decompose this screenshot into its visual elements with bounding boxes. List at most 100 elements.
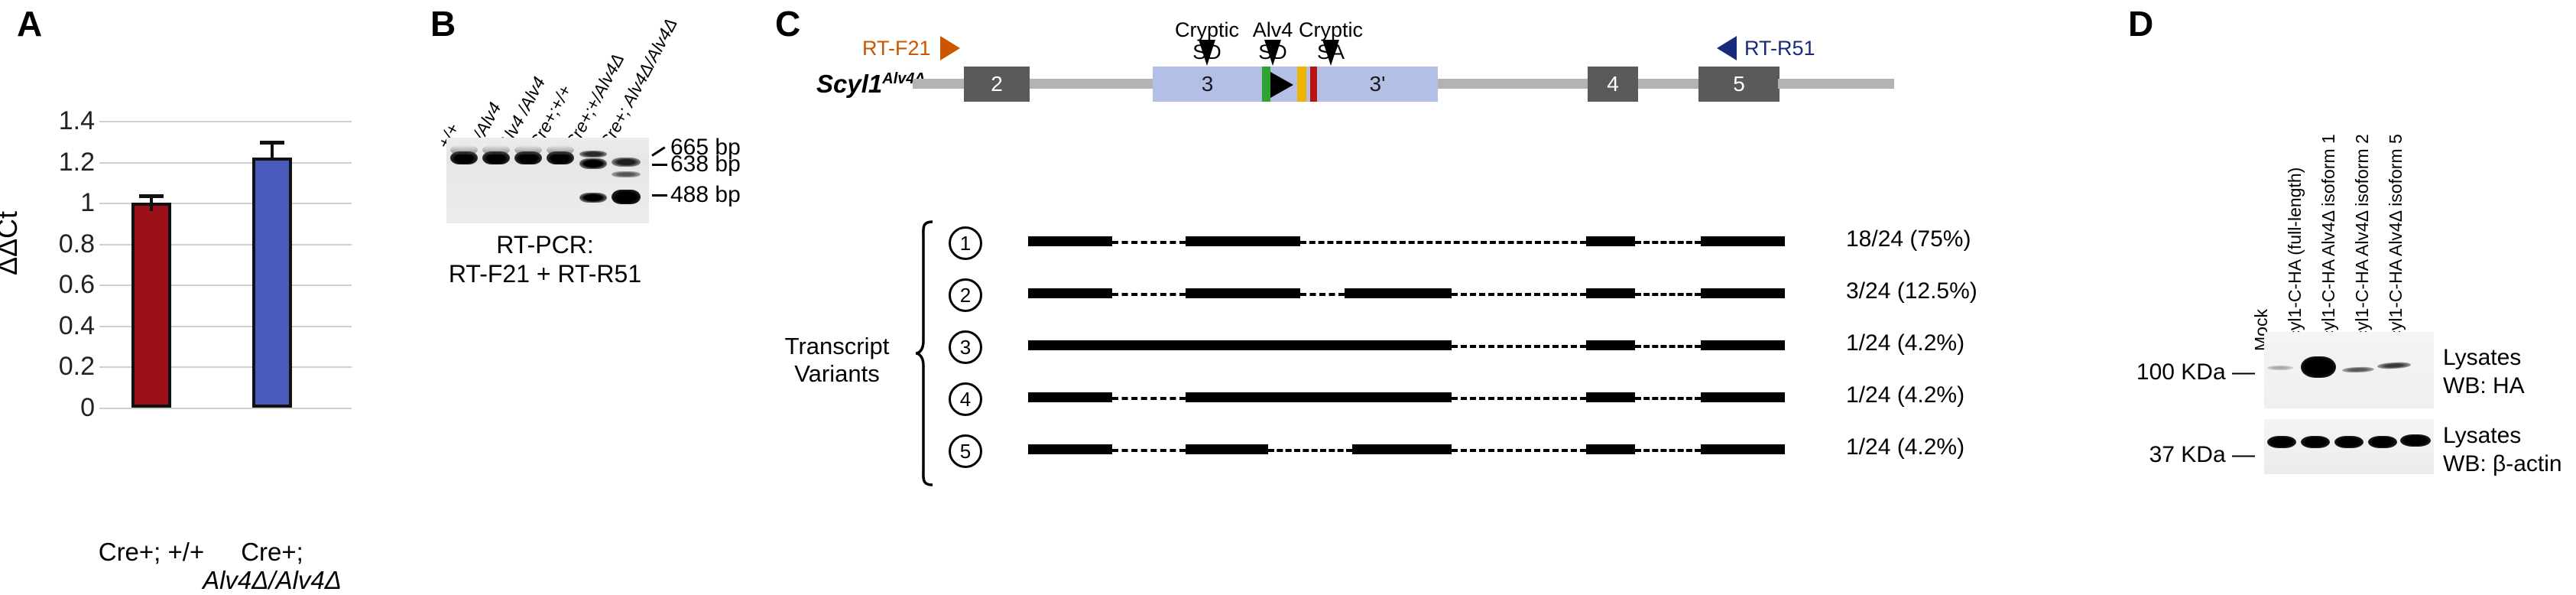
y-tick-label: 0.4 [58, 311, 95, 340]
error-bar-cap-1 [139, 194, 164, 198]
exon-3-prime: 3' [1317, 67, 1438, 102]
alv4-sd-line1: Alv4 [1252, 18, 1293, 41]
x-axis-label-group-2: Cre+; Alv4Δ/Alv4Δ [184, 538, 360, 595]
gridline-1-0 [99, 203, 352, 205]
primer-rt-r51-label: RT-R51 [1744, 37, 1815, 60]
blot-band [2267, 366, 2293, 370]
gel-band [579, 151, 607, 158]
variant-3-exon-seg [1028, 340, 1452, 350]
variant-4-intron-dash [1452, 397, 1586, 400]
variant-1-exon-seg [1701, 236, 1785, 246]
variant-1-exon-seg [1186, 236, 1300, 246]
blot-bactin-caption-line1: Lysates [2443, 423, 2522, 448]
exon-3: 3 [1153, 67, 1262, 102]
variant-3-intron-dash [1452, 345, 1586, 348]
bar-cre-alv4 [252, 158, 292, 408]
y-tick-label: 0 [80, 393, 95, 422]
gridline-0-4 [99, 325, 352, 327]
panel-d: D Mock Scyl1-C-HA (full-length) Scyl1-C-… [2094, 0, 2576, 494]
variant-4-count: 1/24 (4.2%) [1846, 382, 1965, 408]
panel-b-caption-line1: RT-PCR: [496, 231, 594, 258]
variant-2-exon-seg [1345, 288, 1452, 298]
y-tick-label: 1.4 [58, 106, 95, 135]
panel-a-plot-area: 1.4 1.2 1 0.8 0.6 0.4 0.2 0 Cre+; +/+ Cr… [59, 108, 352, 594]
variant-5-count: 1/24 (4.2%) [1846, 434, 1965, 460]
western-blot-ha [2264, 332, 2434, 408]
intron-line-tail [1778, 79, 1894, 89]
yellow-stripe [1297, 67, 1306, 102]
x-label-line2: Alv4Δ/Alv4Δ [203, 566, 342, 595]
western-blot-bactin [2264, 419, 2434, 474]
y-tick-label: 0.8 [58, 229, 95, 258]
blot-band [2301, 356, 2336, 378]
exon-5-label: 5 [1733, 72, 1745, 96]
variant-5-exon-seg [1028, 444, 1112, 454]
panel-a: A ΔΔCt 1.4 1.2 1 0.8 0.6 0.4 0.2 0 [0, 0, 417, 594]
blot-ha-caption-line1: Lysates [2443, 345, 2522, 370]
exon-2: 2 [964, 67, 1030, 102]
exon-4: 4 [1588, 67, 1638, 102]
mw-label-37kda: 37 KDa — [2149, 442, 2255, 467]
x-label-line1: Cre+; [98, 538, 161, 566]
exon-5: 5 [1698, 67, 1780, 102]
variant-number-2: 2 [949, 278, 982, 312]
variant-5-intron-dash [1452, 449, 1586, 452]
bar-cre-wt [131, 203, 171, 408]
gel-band [612, 158, 641, 167]
transcript-title-line2: Variants [794, 359, 880, 387]
variant-2-exon-seg [1701, 288, 1785, 298]
gel-band [612, 171, 641, 177]
panel-c-letter: C [775, 4, 801, 44]
blot-band [2267, 436, 2296, 448]
gridline-0-6 [99, 284, 352, 287]
blot-band [2376, 361, 2412, 370]
variant-2-intron-dash [1112, 293, 1186, 296]
variant-2-count: 3/24 (12.5%) [1846, 278, 1977, 304]
primer-forward-arrow-icon [940, 36, 960, 60]
exon-3-prime-label: 3' [1369, 72, 1386, 96]
blot-lane-label-3: Scyl1-C-HA Alv4Δ isoform 1 [2318, 134, 2338, 351]
blot-band [2334, 436, 2363, 448]
mw-label-100kda: 100 KDa — [2136, 359, 2255, 385]
blot-ha-caption-line2: WB: HA [2443, 373, 2525, 398]
variant-5-exon-seg [1701, 444, 1785, 454]
x-label-line1: Cre+; [241, 538, 303, 566]
mw-label-665: 665 bp [670, 135, 741, 160]
error-bar-cap-2 [260, 141, 284, 145]
variant-4-exon-seg [1028, 392, 1112, 402]
primer-reverse-arrow-icon [1717, 36, 1737, 60]
variant-1-intron-dash [1300, 241, 1586, 244]
cryptic-sa-line1: Cryptic [1298, 18, 1363, 41]
transcript-variants-title: Transcript Variants [764, 333, 910, 387]
exon-2-label: 2 [991, 72, 1003, 96]
gel-band [579, 158, 607, 169]
variant-4-exon-seg [1186, 392, 1452, 402]
blot-bactin-caption-line2: WB: β-actin [2443, 451, 2562, 476]
variant-number-1: 1 [949, 226, 982, 260]
y-tick-label: 1 [80, 188, 95, 218]
gridline-1-2 [99, 161, 352, 164]
blot-band [2400, 434, 2431, 447]
variant-2-exon-seg [1586, 288, 1635, 298]
gridline-1-4 [99, 121, 352, 122]
gel-image [446, 138, 649, 223]
gridline-0-2 [99, 366, 352, 369]
gel-band-smear [514, 145, 542, 154]
variant-3-exon-seg [1586, 340, 1635, 350]
black-triangle-icon [1270, 72, 1293, 98]
gel-band [482, 151, 510, 164]
variant-1-intron-dash [1112, 241, 1186, 244]
blot-lane-label-5: Scyl1-C-HA Alv4Δ isoform 5 [2386, 134, 2406, 351]
y-tick-label: 1.2 [58, 147, 95, 177]
alv4-sd-arrow-icon [1264, 40, 1281, 66]
cryptic-sd-line1: Cryptic [1174, 18, 1239, 41]
blot-band [2301, 436, 2330, 448]
variant-4-exon-seg [1586, 392, 1635, 402]
gel-band [514, 151, 542, 164]
mw-tick-488 [652, 194, 667, 197]
blot-band [2368, 436, 2397, 448]
blot-lane-label-4: Scyl1-C-HA Alv4Δ isoform 2 [2352, 134, 2372, 351]
blot-lane-label-2: Scyl1-C-HA (full-length) [2285, 167, 2305, 351]
variant-5-exon-seg [1352, 444, 1452, 454]
gel-band-smear [450, 145, 478, 154]
